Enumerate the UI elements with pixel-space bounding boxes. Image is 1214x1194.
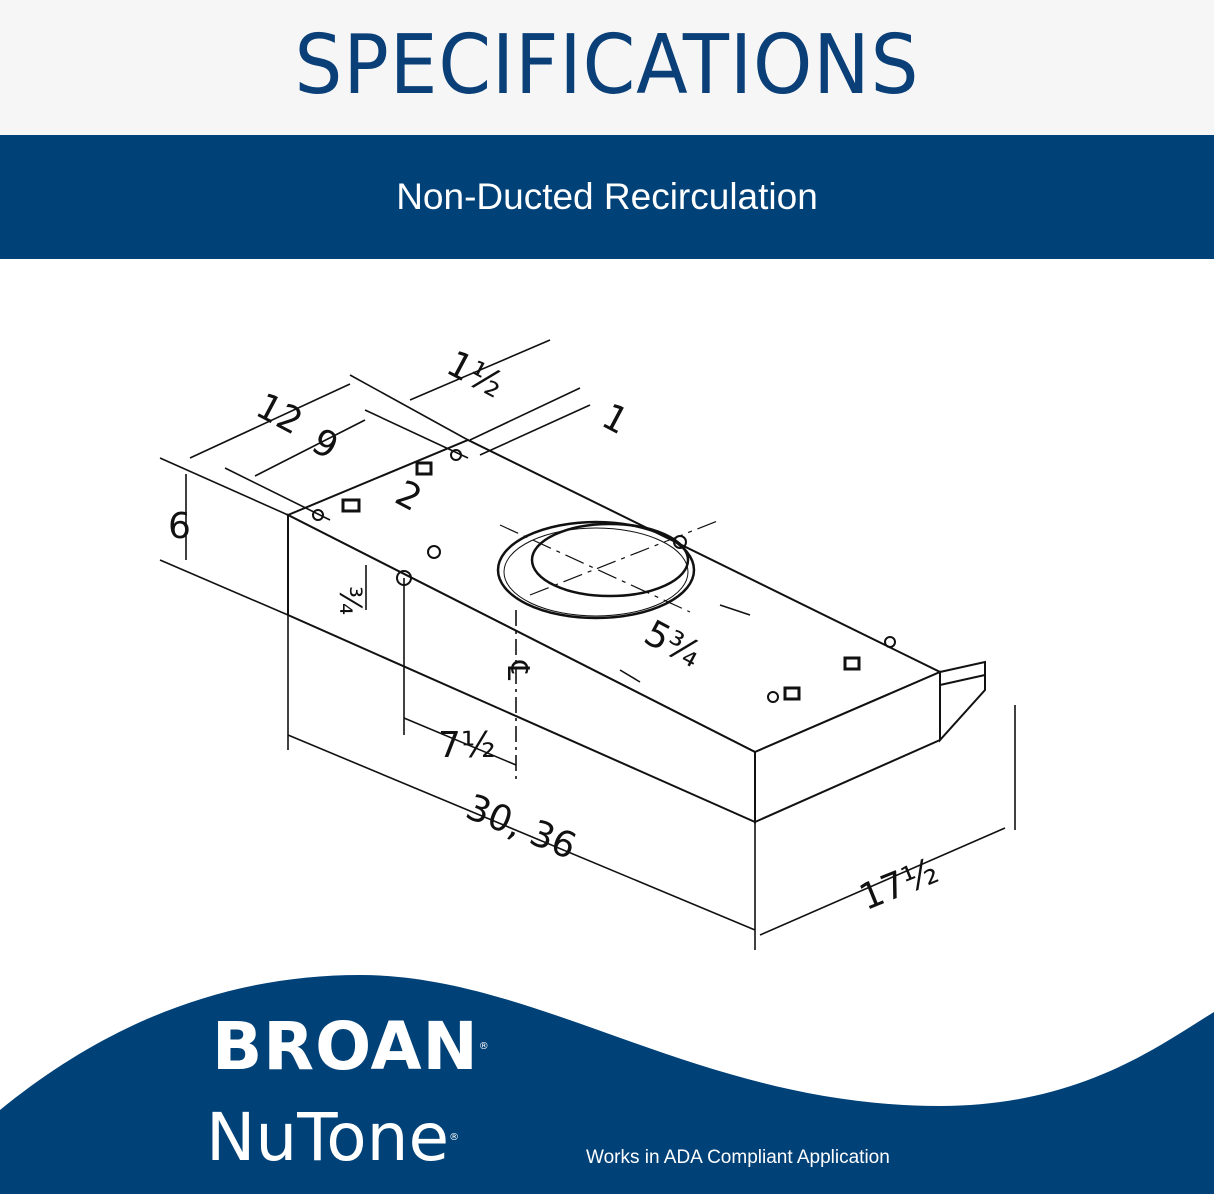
page-title: SPECIFICATIONS [294,18,920,113]
dim-offset-1: 1 [595,396,634,443]
mounting-holes [312,449,896,703]
dim-offset-1-half: 1½ [440,343,510,406]
dim-offset-3-4: ¾ [332,586,367,615]
page-subtitle: Non-Ducted Recirculation [396,176,818,217]
dim-height-6: 6 [168,506,191,547]
ada-note: Works in ADA Compliant Application [586,1147,890,1168]
duct-collar [496,519,721,620]
dim-front-depth: 17½ [854,851,944,919]
footer-wave [0,975,1214,1194]
header-band [0,0,1214,135]
centerline-symbol: ℄ [500,660,535,680]
dim-centerline-offset: 7½ [438,725,496,766]
nutone-logo: NuTone® [206,1099,460,1176]
dim-depth-12: 12 [249,386,309,444]
range-hood-dimension-drawing: 6 12 9 2 1½ 1 ¾ 5¾ ℄ 7½ 30, 36 17½ [159,339,1016,950]
broan-logo: BROAN® [212,1008,490,1085]
hood-body [285,438,986,824]
dim-width: 30, 36 [460,787,582,868]
dim-depth-9: 9 [305,421,344,468]
subtitle-band [0,135,1214,259]
dimension-lines [159,339,1016,950]
